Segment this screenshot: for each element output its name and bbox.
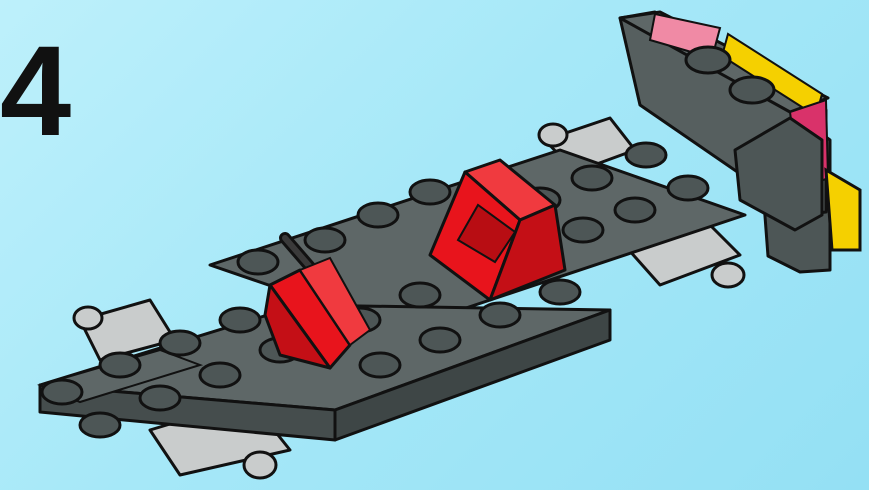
- instruction-page: 4: [0, 0, 869, 490]
- build-illustration: [0, 0, 869, 490]
